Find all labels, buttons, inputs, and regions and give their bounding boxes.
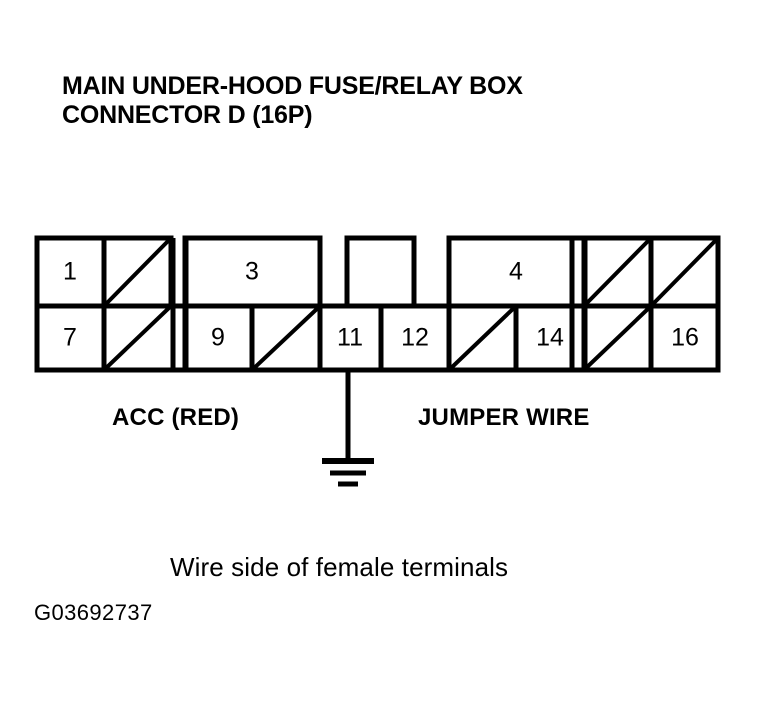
blocked-diagonal-top-c [649, 236, 720, 308]
pin-label-4: 4 [509, 258, 523, 286]
pin-label-12: 12 [401, 324, 429, 352]
diagram-title: MAIN UNDER-HOOD FUSE/RELAY BOX CONNECTOR… [62, 72, 722, 130]
pin-label-11: 11 [337, 324, 363, 352]
blocked-diagonal-bottom-d [582, 304, 653, 372]
blocked-diagonal-bottom-b [250, 304, 322, 372]
top-row-segment-isolated [344, 235, 417, 306]
top-cell-isolated-outline [344, 235, 417, 306]
figure-reference-code: G03692737 [34, 600, 153, 625]
diagram-title-line-2: CONNECTOR D (16P) [62, 101, 313, 129]
top-row-segment-left [34, 235, 174, 309]
diagram-title-line-1: MAIN UNDER-HOOD FUSE/RELAY BOX [62, 72, 523, 100]
bottom-row-frame [34, 303, 721, 373]
pin-label-1: 1 [63, 258, 77, 286]
blocked-diagonal-bottom-c [447, 304, 518, 372]
diagram-caption: Wire side of female terminals [170, 552, 509, 582]
ground-wire [322, 370, 374, 487]
bottom-row-outline [34, 303, 721, 373]
acc-wire-label: ACC (RED) [112, 404, 240, 431]
pin-label-3: 3 [245, 258, 259, 286]
pin-label-9: 9 [211, 324, 225, 352]
pin-label-14: 14 [536, 324, 564, 352]
pin-label-7: 7 [63, 324, 77, 352]
blocked-diagonal-top-b [582, 236, 653, 308]
pin-label-16: 16 [671, 324, 699, 352]
blocked-diagonal-bottom-a [102, 304, 173, 372]
jumper-wire-label: JUMPER WIRE [418, 404, 590, 431]
blocked-diagonal-top-a [102, 236, 173, 308]
